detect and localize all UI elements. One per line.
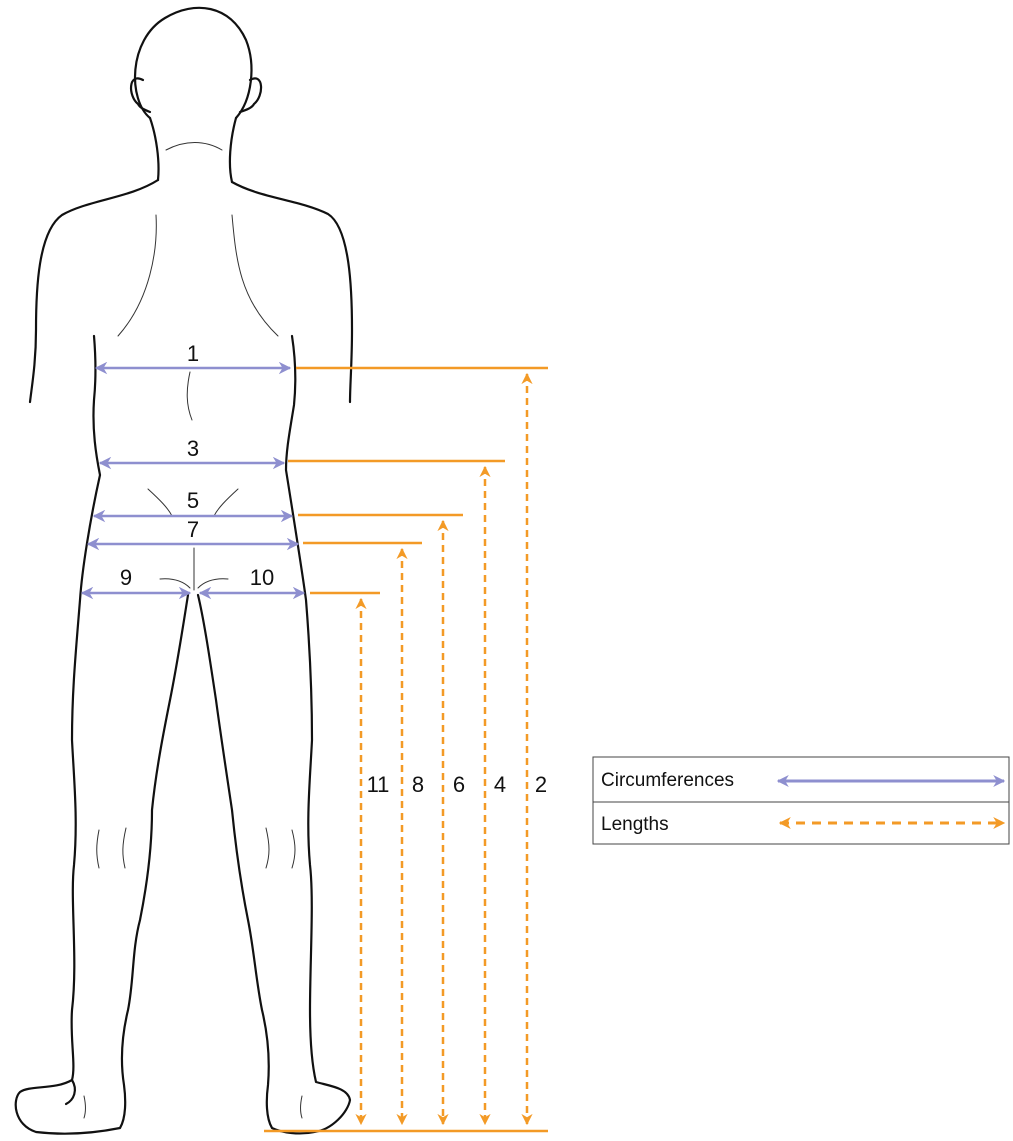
body-right-side (196, 180, 354, 1135)
circumference-label-7: 7 (187, 517, 199, 542)
legend-lengths-label: Lengths (601, 814, 669, 835)
knee-left-1 (96, 829, 100, 869)
legend-lengths-row (593, 802, 1009, 1137)
length-label-6: 6 (453, 772, 465, 797)
length-label-8: 8 (412, 772, 424, 797)
circumference-label-9: 9 (120, 565, 132, 590)
legend-lengths-cell (593, 802, 1009, 1137)
neck-left (148, 116, 160, 182)
legend-circumferences-label: Circumferences (601, 770, 734, 791)
head-outline (133, 6, 253, 120)
circumference-arrows (80, 361, 306, 600)
neck-right (228, 116, 238, 184)
circumference-label-10: 10 (250, 565, 274, 590)
length-label-11: 11 (367, 772, 390, 797)
body-left-side (14, 178, 190, 1135)
knee-left-2 (122, 827, 127, 869)
knee-right-1 (265, 827, 270, 869)
foot-left-heel (64, 1078, 76, 1106)
body-outline (14, 6, 354, 1135)
shoulder-blade-right (231, 214, 279, 337)
length-measurements: 11 8 6 4 2 (264, 366, 556, 1133)
circumference-label-1: 1 (187, 341, 199, 366)
circumference-label-3: 3 (187, 436, 199, 461)
ear-right (238, 77, 263, 114)
gluteal-fold-left (159, 578, 191, 589)
legend-row-lengths-box (593, 802, 1009, 1137)
ankle-left (83, 1095, 86, 1119)
knee-right-2 (291, 829, 296, 869)
length-label-4: 4 (494, 772, 506, 797)
length-label-2: 2 (535, 772, 547, 797)
legend: Circumferences Lengths (592, 756, 1010, 1137)
hip-crease-right (213, 488, 239, 517)
circumference-label-5: 5 (187, 488, 199, 513)
gluteal-fold-right (197, 578, 229, 589)
shoulder-blade-left (117, 214, 157, 337)
hip-crease-left (147, 488, 173, 517)
neck-crease (165, 142, 223, 151)
spine-line (186, 371, 193, 421)
ear-left (130, 77, 152, 114)
ankle-right (300, 1095, 303, 1119)
